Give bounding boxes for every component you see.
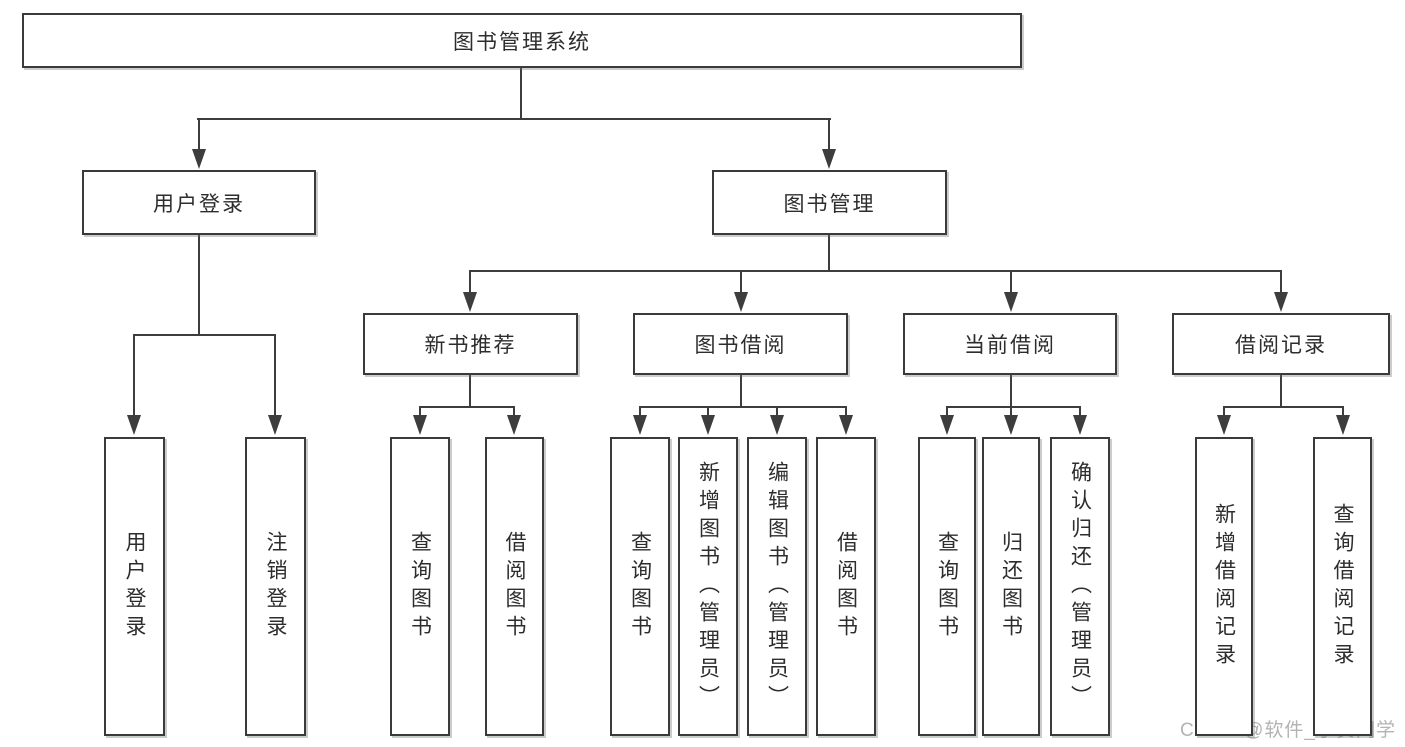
arrow-stem <box>469 271 471 294</box>
arrow-down-icon <box>770 415 784 435</box>
cb-query-books-label: 查询图书 <box>935 530 959 643</box>
arrow-stem <box>639 407 641 417</box>
book-management-label: 图书管理 <box>783 192 876 216</box>
node-bb-query-books: 查询图书 <box>610 437 670 736</box>
new-book-recommend-label: 新书推荐 <box>424 334 517 357</box>
logout-leaf-label: 注销登录 <box>264 530 287 643</box>
node-br-add-record: 新增借阅记录 <box>1195 437 1253 736</box>
node-br-query-record: 查询借阅记录 <box>1313 437 1372 736</box>
connector-line <box>1223 406 1344 408</box>
nbr-borrow-books-label: 借阅图书 <box>503 530 526 643</box>
user-login-leaf-label: 用户登录 <box>123 530 146 643</box>
arrow-stem <box>1010 407 1012 417</box>
arrow-stem <box>776 407 778 417</box>
arrow-stem <box>1010 271 1012 294</box>
connector-line <box>828 235 830 272</box>
connector-line <box>740 375 742 408</box>
arrow-down-icon <box>268 415 282 435</box>
arrow-stem <box>740 271 742 294</box>
connector-line <box>469 375 471 408</box>
arrow-down-icon <box>413 415 427 435</box>
arrow-stem <box>198 119 200 151</box>
nbr-query-books-label: 查询图书 <box>408 530 432 643</box>
node-borrowing-records: 借阅记录 <box>1172 313 1390 375</box>
arrow-down-icon <box>1004 292 1018 312</box>
node-logout-leaf: 注销登录 <box>245 437 306 736</box>
node-book-borrowing: 图书借阅 <box>633 313 848 375</box>
connector-line <box>520 68 522 120</box>
node-user-login: 用户登录 <box>82 170 316 235</box>
arrow-stem <box>1223 407 1225 417</box>
node-bb-edit-books: 编辑图书（管理员） <box>747 437 807 736</box>
arrow-down-icon <box>463 292 477 312</box>
connector-line <box>1280 375 1282 408</box>
arrow-down-icon <box>1073 415 1087 435</box>
borrowing-records-label: 借阅记录 <box>1235 334 1327 357</box>
node-bb-add-books: 新增图书（管理员） <box>678 437 738 736</box>
arrow-down-icon <box>940 415 954 435</box>
connector-line <box>1010 375 1012 408</box>
arrow-stem <box>133 335 135 417</box>
connector-line <box>639 406 847 408</box>
arrow-stem <box>845 407 847 417</box>
arrow-down-icon <box>127 415 141 435</box>
connector-line <box>133 334 276 336</box>
node-cb-query-books: 查询图书 <box>918 437 976 736</box>
cb-confirm-return-label: 确认归还（管理员） <box>1068 460 1092 713</box>
arrow-stem <box>513 407 515 417</box>
current-borrowing-label: 当前借阅 <box>964 334 1056 357</box>
bb-add-books-label: 新增图书（管理员） <box>696 460 720 713</box>
arrow-stem <box>1342 407 1344 417</box>
arrow-down-icon <box>192 149 206 169</box>
arrow-down-icon <box>507 415 521 435</box>
br-query-record-label: 查询借阅记录 <box>1331 502 1354 671</box>
arrow-down-icon <box>1004 415 1018 435</box>
node-user-login-leaf: 用户登录 <box>104 437 165 736</box>
arrow-stem <box>946 407 948 417</box>
node-nbr-query-books: 查询图书 <box>390 437 450 736</box>
user-login-label: 用户登录 <box>153 192 245 216</box>
br-add-record-label: 新增借阅记录 <box>1212 502 1236 671</box>
node-new-book-recommend: 新书推荐 <box>363 313 578 375</box>
node-system-root: 图书管理系统 <box>22 13 1022 68</box>
connector-line <box>469 270 1282 272</box>
connector-line <box>198 235 200 336</box>
connector-line <box>946 406 1081 408</box>
node-cb-confirm-return: 确认归还（管理员） <box>1050 437 1110 736</box>
arrow-stem <box>828 119 830 151</box>
node-bb-borrow-books: 借阅图书 <box>816 437 876 736</box>
arrow-down-icon <box>822 149 836 169</box>
node-book-management: 图书管理 <box>712 170 947 235</box>
arrow-down-icon <box>1217 415 1231 435</box>
arrow-stem <box>1079 407 1081 417</box>
arrow-down-icon <box>839 415 853 435</box>
arrow-down-icon <box>1336 415 1350 435</box>
node-current-borrowing: 当前借阅 <box>903 313 1117 375</box>
arrow-stem <box>1280 271 1282 294</box>
node-cb-return-books: 归还图书 <box>982 437 1040 736</box>
bb-borrow-books-label: 借阅图书 <box>834 530 858 643</box>
arrow-stem <box>419 407 421 417</box>
arrow-down-icon <box>633 415 647 435</box>
bb-query-books-label: 查询图书 <box>628 530 652 643</box>
arrow-down-icon <box>1274 292 1288 312</box>
cb-return-books-label: 归还图书 <box>999 530 1023 643</box>
bb-edit-books-label: 编辑图书（管理员） <box>765 460 789 713</box>
connector-line <box>419 406 515 408</box>
arrow-stem <box>707 407 709 417</box>
node-nbr-borrow-books: 借阅图书 <box>485 437 544 736</box>
arrow-down-icon <box>701 415 715 435</box>
arrow-stem <box>274 335 276 417</box>
system-root-label: 图书管理系统 <box>453 30 591 54</box>
arrow-down-icon <box>734 292 748 312</box>
connector-line <box>197 118 831 120</box>
book-borrowing-label: 图书借阅 <box>694 334 787 357</box>
